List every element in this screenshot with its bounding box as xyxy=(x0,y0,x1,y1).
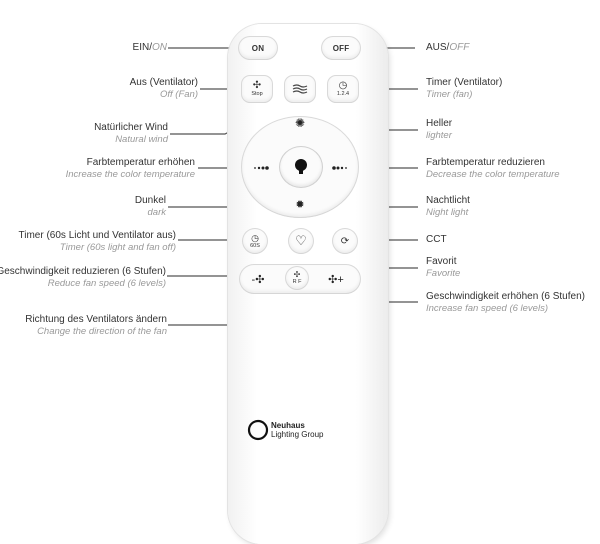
off-button-label: OFF xyxy=(332,43,350,53)
fan-stop-label: Stop xyxy=(251,91,263,97)
label-speed-up: Geschwindigkeit erhöhen (6 Stufen) Incre… xyxy=(426,291,585,314)
direction-button[interactable]: ✣ R F xyxy=(286,267,308,289)
label-fan-off: Aus (Ventilator) Off (Fan) xyxy=(129,77,198,100)
bulb-icon xyxy=(295,159,307,174)
brightness-down-icon[interactable]: ✹ xyxy=(295,198,305,211)
favorite-button[interactable]: ♡ xyxy=(289,229,313,253)
label-speed-down: Geschwindigkeit reduzieren (6 Stufen) Re… xyxy=(0,266,166,289)
brand-wordmark: Neuhaus Lighting Group xyxy=(271,421,323,439)
direction-label: R F xyxy=(292,279,302,285)
fan-speed-up-icon[interactable]: ✣+ xyxy=(328,273,344,286)
label-color-temp-down: Farbtemperatur reduzieren Decrease the c… xyxy=(426,157,560,180)
timer-60s-button[interactable]: ◷ 60S xyxy=(243,229,267,253)
on-button-label: ON xyxy=(251,43,265,53)
brand-logo-icon xyxy=(247,419,269,441)
label-natural-wind: Natürlicher Wind Natural wind xyxy=(94,122,168,145)
label-cct: CCT xyxy=(426,234,447,245)
cct-cycle-icon: ⟳ xyxy=(340,235,350,247)
label-timer-60s: Timer (60s Licht und Ventilator aus) Tim… xyxy=(18,230,176,253)
fan-speed-down-icon[interactable]: -✣ xyxy=(251,273,265,286)
color-temp-up-icon[interactable] xyxy=(252,161,270,175)
color-temp-down-icon[interactable] xyxy=(331,161,349,175)
product-diagram: ON OFF ✣ Stop ◷ 1.2.4 ✺ ✹ xyxy=(0,24,585,544)
brand-line-2: Lighting Group xyxy=(271,430,324,439)
fan-direction-icon: ✣ xyxy=(293,270,301,279)
night-light-button[interactable] xyxy=(280,147,322,187)
label-color-temp-up: Farbtemperatur erhöhen Increase the colo… xyxy=(65,157,195,180)
timer-fan-button[interactable]: ◷ 1.2.4 xyxy=(328,76,358,102)
timer-60s-label: 60S xyxy=(250,242,260,249)
label-off: AUS/OFF xyxy=(426,42,470,53)
on-button[interactable]: ON xyxy=(239,37,277,59)
label-night-light: Nachtlicht Night light xyxy=(426,195,470,218)
cct-button[interactable]: ⟳ xyxy=(333,229,357,253)
timer-fan-label: 1.2.4 xyxy=(336,91,350,97)
timer-60s-icon: ◷ xyxy=(251,232,259,243)
label-dark: Dunkel dark xyxy=(134,195,166,218)
fan-stop-button[interactable]: ✣ Stop xyxy=(242,76,272,102)
clock-icon: ◷ xyxy=(338,80,348,91)
natural-wind-button[interactable] xyxy=(285,76,315,102)
wind-icon xyxy=(292,84,308,94)
label-timer-fan: Timer (Ventilator) Timer (fan) xyxy=(426,77,503,100)
label-direction: Richtung des Ventilators ändern Change t… xyxy=(25,314,167,337)
brightness-up-icon[interactable]: ✺ xyxy=(294,116,306,130)
off-button[interactable]: OFF xyxy=(322,37,360,59)
label-lighter: Heller lighter xyxy=(426,118,453,141)
brand-line-1: Neuhaus xyxy=(271,421,305,430)
label-favorite: Favorit Favorite xyxy=(426,256,461,279)
label-on: EIN/ON xyxy=(132,42,167,53)
heart-icon: ♡ xyxy=(295,233,307,248)
fan-icon: ✣ xyxy=(252,80,262,91)
